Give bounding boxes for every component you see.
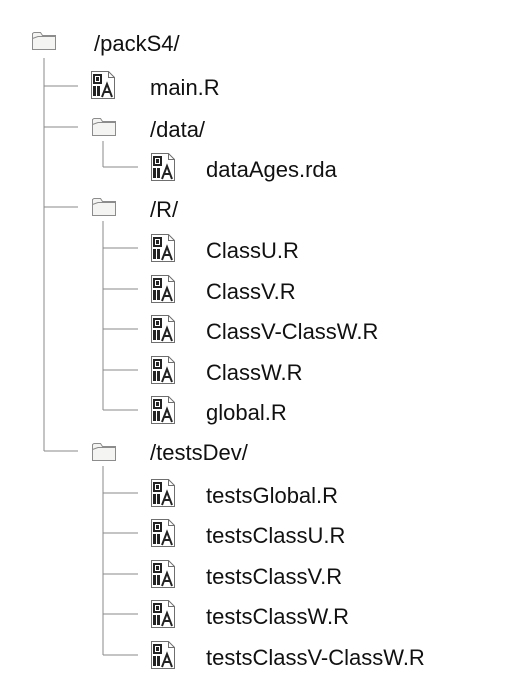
r-script-file-icon xyxy=(91,71,115,99)
tree-item-main-r[interactable]: main.R xyxy=(90,70,290,106)
file-label: ClassV.R xyxy=(206,279,296,304)
tree-item-classv-classw-r[interactable]: ClassV-ClassW.R xyxy=(150,314,450,350)
r-script-file-icon xyxy=(151,315,175,343)
r-script-file-icon xyxy=(151,600,175,628)
tree-item-classw-r[interactable]: ClassW.R xyxy=(150,355,410,391)
folder-label-packs4: /packS4/ xyxy=(94,31,180,56)
r-script-file-icon xyxy=(151,641,175,669)
folder-label: /R/ xyxy=(150,197,179,222)
tree-item-testsdev-folder[interactable]: /testsDev/ xyxy=(90,439,330,475)
tree-item-classu-r[interactable]: ClassU.R xyxy=(150,233,410,269)
tree-item-global-r[interactable]: global.R xyxy=(150,395,410,431)
tree-item-dataages-rda[interactable]: dataAges.rda xyxy=(150,152,410,188)
file-label: testsGlobal.R xyxy=(206,483,339,508)
folder-label: /testsDev/ xyxy=(150,440,248,465)
folder-icon xyxy=(92,443,116,461)
file-label: main.R xyxy=(150,75,220,100)
tree-item-testsglobal-r[interactable]: testsGlobal.R xyxy=(150,478,450,514)
r-script-file-icon xyxy=(151,153,175,181)
r-script-file-icon xyxy=(151,479,175,507)
folder-label: /data/ xyxy=(150,117,206,142)
file-label: ClassW.R xyxy=(206,360,303,385)
tree-root[interactable]: /packS4/ xyxy=(30,28,290,64)
tree-item-testsclassv-r[interactable]: testsClassV.R xyxy=(150,559,450,595)
file-label: testsClassU.R xyxy=(206,523,346,548)
tree-item-classv-r[interactable]: ClassV.R xyxy=(150,274,410,310)
file-label: dataAges.rda xyxy=(206,157,337,182)
folder-icon xyxy=(32,32,56,50)
folder-icon xyxy=(92,198,116,216)
file-label: testsClassW.R xyxy=(206,604,350,629)
file-label: testsClassV.R xyxy=(206,564,343,589)
file-label: testsClassV-ClassW.R xyxy=(206,645,425,670)
r-script-file-icon xyxy=(151,234,175,262)
tree-item-testsclassv-classw-r[interactable]: testsClassV-ClassW.R xyxy=(150,640,490,676)
r-script-file-icon xyxy=(151,396,175,424)
tree-item-testsclassw-r[interactable]: testsClassW.R xyxy=(150,599,450,635)
r-script-file-icon xyxy=(151,560,175,588)
file-label: global.R xyxy=(206,400,287,425)
r-script-file-icon xyxy=(151,275,175,303)
r-script-file-icon xyxy=(151,356,175,384)
folder-icon xyxy=(92,118,116,136)
tree-item-data-folder[interactable]: /data/ xyxy=(90,114,290,150)
r-script-file-icon xyxy=(151,519,175,547)
tree-item-testsclassu-r[interactable]: testsClassU.R xyxy=(150,518,450,554)
file-label: ClassV-ClassW.R xyxy=(206,319,379,344)
tree-item-r-folder[interactable]: /R/ xyxy=(90,194,290,230)
file-label: ClassU.R xyxy=(206,238,299,263)
